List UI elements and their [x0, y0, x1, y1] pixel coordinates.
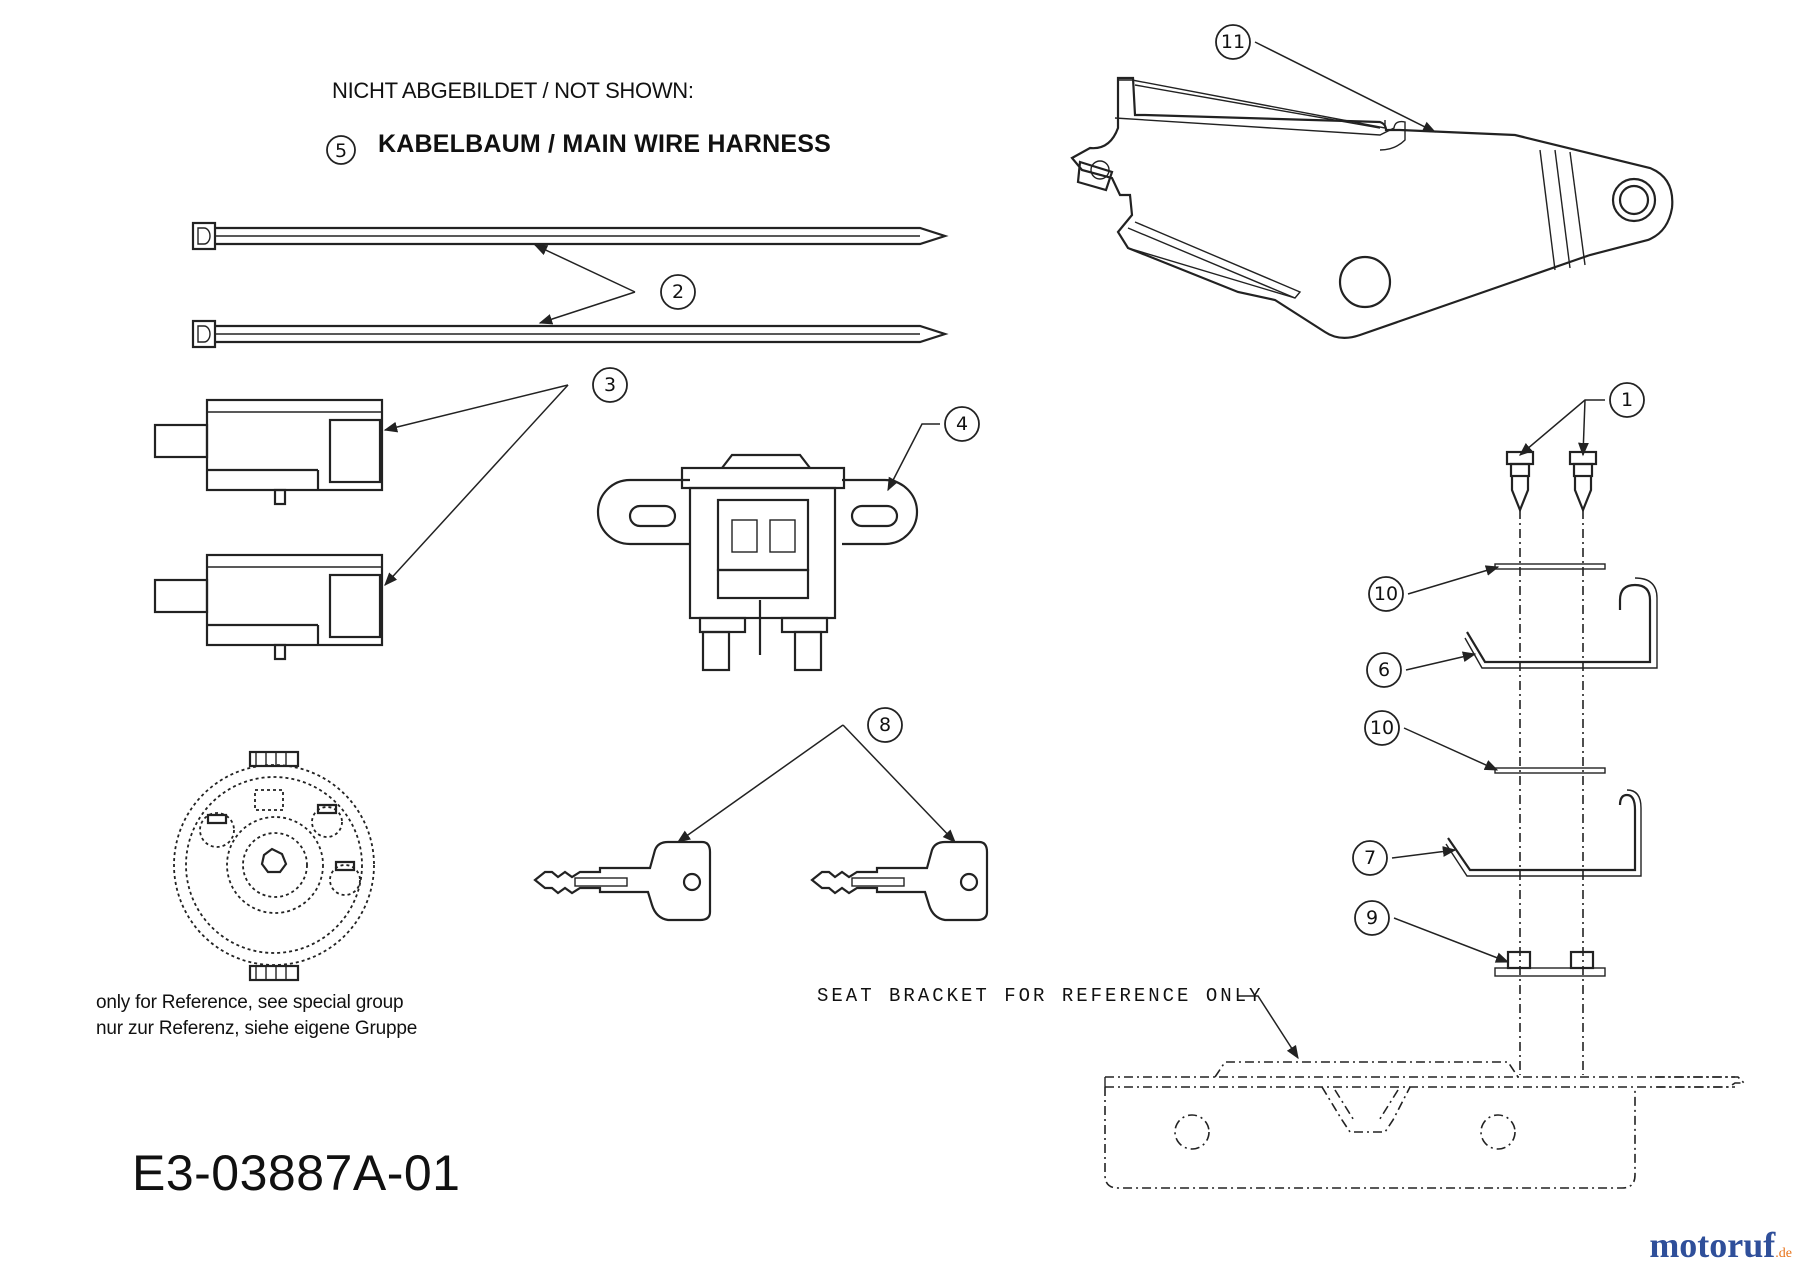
- key-right: [810, 840, 989, 922]
- callout-5: 5: [326, 135, 356, 165]
- callout-1: 1: [1518, 382, 1645, 457]
- screw-left: [1505, 450, 1535, 513]
- watermark-name: motoruf: [1649, 1225, 1776, 1265]
- callout-8-number: 8: [879, 714, 891, 736]
- callout-2-number: 2: [672, 281, 684, 303]
- mounting-bracket: [1070, 76, 1674, 339]
- solenoid: [596, 453, 919, 672]
- callout-8: 8: [676, 707, 956, 843]
- not-shown-heading: NICHT ABGEBILDET / NOT SHOWN:: [332, 78, 694, 103]
- reference-note-line-2: nur zur Referenz, siehe eigene Gruppe: [96, 1018, 418, 1039]
- seat-bracket: [1104, 1061, 1746, 1189]
- callout-3: 3: [383, 367, 628, 586]
- nut-plate: [1494, 950, 1606, 977]
- callout-10-upper-number: 10: [1374, 583, 1398, 605]
- washer-lower: [1494, 767, 1606, 774]
- callout-11-number: 11: [1221, 31, 1245, 53]
- washer-upper: [1494, 563, 1606, 570]
- callout-7-number: 7: [1364, 847, 1376, 869]
- not-shown-item-label: KABELBAUM / MAIN WIRE HARNESS: [378, 130, 832, 158]
- callout-1-number: 1: [1621, 389, 1633, 411]
- callout-10-lower-number: 10: [1370, 717, 1394, 739]
- callout-10-lower: 10: [1364, 710, 1499, 771]
- drawing-code: E3-03887A-01: [132, 1145, 461, 1201]
- plunger-switch-upper: [153, 398, 384, 506]
- seat-bracket-label: SEAT BRACKET FOR REFERENCE ONLY: [817, 985, 1264, 1007]
- watermark-tld: .de: [1775, 1246, 1792, 1261]
- callout-4-number: 4: [956, 413, 968, 435]
- seat-bracket-leader: [1238, 995, 1299, 1060]
- spring-clip-upper: [1464, 577, 1658, 669]
- callout-10-upper: 10: [1368, 565, 1500, 612]
- callout-9: 9: [1354, 900, 1510, 963]
- plunger-switch-lower: [153, 553, 384, 661]
- callout-6-number: 6: [1378, 659, 1390, 681]
- callout-4: 4: [887, 406, 980, 492]
- callout-3-number: 3: [604, 374, 616, 396]
- callout-2: 2: [533, 244, 696, 325]
- callout-5-number: 5: [335, 140, 347, 162]
- spring-clip-lower: [1445, 789, 1642, 877]
- callout-7: 7: [1352, 840, 1457, 876]
- cable-tie-lower: [191, 319, 949, 349]
- ignition-switch: [173, 750, 375, 982]
- callout-6: 6: [1366, 651, 1477, 688]
- screw-right: [1568, 450, 1598, 513]
- watermark-logo: motoruf.de: [1649, 1224, 1792, 1266]
- callout-11: 11: [1215, 24, 1437, 133]
- key-left: [533, 840, 712, 922]
- reference-note-line-1: only for Reference, see special group: [96, 992, 404, 1013]
- cable-tie-upper: [191, 221, 949, 251]
- callout-9-number: 9: [1366, 907, 1378, 929]
